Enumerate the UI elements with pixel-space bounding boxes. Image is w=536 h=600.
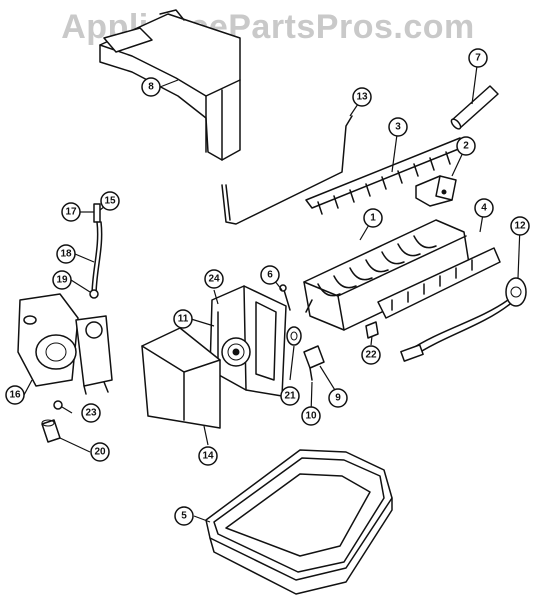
switch-part — [303, 345, 325, 381]
callout-2: 2 — [456, 136, 476, 156]
svg-text:20: 20 — [94, 447, 106, 458]
callout-19: 19 — [52, 270, 72, 290]
wire-harness-part — [400, 277, 527, 362]
callout-15: 15 — [100, 191, 120, 211]
callout-21: 21 — [280, 386, 300, 406]
svg-text:2: 2 — [463, 141, 469, 152]
ice-bin-part — [205, 449, 393, 595]
svg-text:5: 5 — [181, 511, 187, 522]
svg-text:18: 18 — [60, 249, 72, 260]
svg-text:7: 7 — [475, 53, 481, 64]
callout-18: 18 — [56, 244, 76, 264]
mold-cover-part — [377, 247, 501, 319]
svg-text:13: 13 — [356, 92, 368, 103]
callout-23: 23 — [81, 403, 101, 423]
callout-20: 20 — [90, 442, 110, 462]
callout-13: 13 — [352, 87, 372, 107]
callout-17: 17 — [61, 202, 81, 222]
svg-text:15: 15 — [104, 196, 116, 207]
bracket-part — [415, 175, 457, 207]
motor-gear-part — [286, 326, 302, 346]
callout-10: 10 — [301, 406, 321, 426]
water-tube-part — [450, 85, 499, 130]
clip-part — [365, 321, 379, 339]
control-cover-part — [141, 327, 221, 429]
svg-text:19: 19 — [56, 275, 68, 286]
svg-text:21: 21 — [284, 391, 296, 402]
callout-22: 22 — [361, 345, 381, 365]
svg-text:23: 23 — [85, 408, 97, 419]
callout-6: 6 — [260, 265, 280, 285]
callout-7: 7 — [468, 48, 488, 68]
svg-text:3: 3 — [395, 122, 401, 133]
svg-text:17: 17 — [65, 207, 77, 218]
svg-text:12: 12 — [514, 221, 526, 232]
callout-12: 12 — [510, 216, 530, 236]
svg-text:14: 14 — [202, 451, 214, 462]
control-housing-part — [209, 285, 287, 397]
callout-16: 16 — [5, 385, 25, 405]
svg-text:4: 4 — [481, 203, 487, 214]
callout-4: 4 — [474, 198, 494, 218]
svg-text:10: 10 — [305, 411, 317, 422]
svg-text:6: 6 — [267, 270, 273, 281]
fill-tube-part — [99, 9, 241, 161]
shutoff-arm-part — [221, 115, 353, 225]
water-valve-part — [17, 293, 113, 395]
callout-24: 24 — [204, 269, 224, 289]
callout-8: 8 — [141, 77, 161, 97]
callout-1: 1 — [363, 208, 383, 228]
svg-text:8: 8 — [148, 82, 154, 93]
callout-3: 3 — [388, 117, 408, 137]
screw-part — [279, 284, 291, 311]
fitting-part — [53, 400, 63, 410]
svg-text:24: 24 — [208, 274, 220, 285]
callout-9: 9 — [328, 388, 348, 408]
callout-14: 14 — [198, 446, 218, 466]
inlet-tube-part — [89, 203, 103, 299]
callout-11: 11 — [173, 309, 193, 329]
nut-part — [41, 419, 61, 443]
svg-text:16: 16 — [9, 390, 21, 401]
svg-text:11: 11 — [178, 314, 189, 325]
svg-text:9: 9 — [335, 393, 341, 404]
svg-text:22: 22 — [365, 350, 377, 361]
callout-5: 5 — [174, 506, 194, 526]
svg-text:1: 1 — [370, 213, 376, 224]
